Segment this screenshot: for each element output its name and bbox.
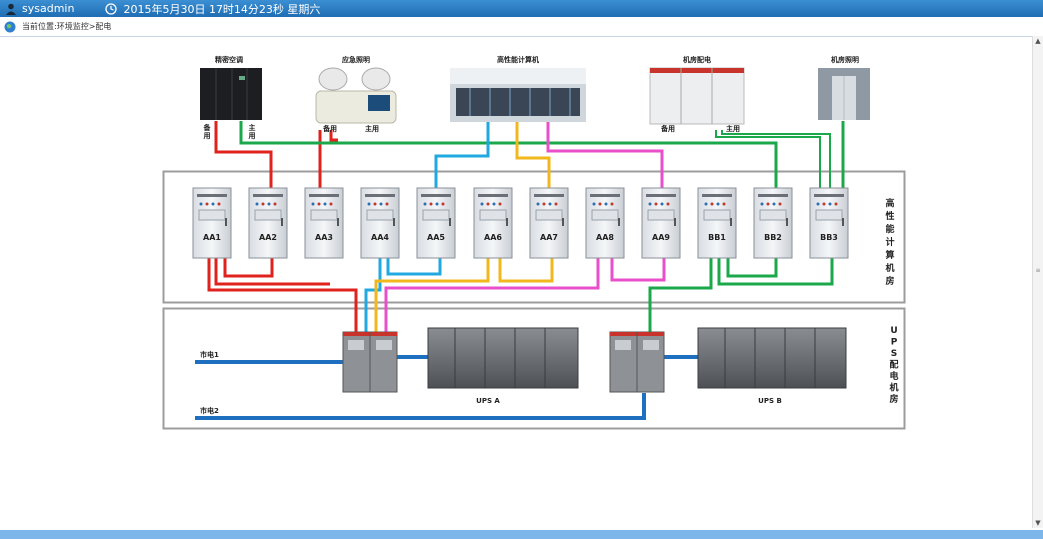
wire-magenta: [384, 256, 600, 332]
username: sysadmin: [22, 2, 75, 15]
distribution-cabinet[interactable]: AA7: [529, 187, 569, 259]
breadcrumb-text: 当前位置:环境监控>配电: [22, 22, 112, 31]
wire-yellow: [515, 121, 551, 188]
room-lighting-title: 机房照明: [831, 55, 859, 64]
cabinet-label: BB1: [708, 233, 726, 242]
emergency-main-label: 主用: [365, 124, 379, 133]
cabinet-label: BB2: [764, 233, 782, 242]
ups-b-unit: [697, 327, 847, 389]
cabinet-label: AA5: [427, 233, 445, 242]
ups-a-label: UPS A: [476, 397, 500, 405]
ups-a-unit: [427, 327, 579, 389]
distribution-cabinet[interactable]: AA9: [641, 187, 681, 259]
distribution-cabinet[interactable]: AA6: [473, 187, 513, 259]
wire-green: [717, 256, 834, 286]
distribution-cabinet[interactable]: BB2: [753, 187, 793, 259]
cabinet-label: AA7: [540, 233, 558, 242]
emergency-light-unit: [315, 67, 397, 124]
hpc-datacenter-photo: [450, 68, 586, 122]
globe-icon: [4, 21, 16, 32]
hpc-room-label: 高性能计算机房: [885, 197, 894, 287]
emergency-lighting-title: 应急照明: [342, 55, 370, 64]
wire-magenta: [546, 121, 664, 188]
breadcrumb: 当前位置:环境监控>配电: [0, 17, 1043, 37]
wire-red: [223, 256, 274, 278]
hpc-title: 高性能计算机: [497, 55, 539, 64]
distribution-cabinet[interactable]: AA5: [416, 187, 456, 259]
switchgear-a: [342, 331, 398, 393]
room-distribution-panel: [649, 67, 745, 125]
distribution-main-label: 主用: [726, 124, 740, 133]
bottom-bar: [0, 530, 1043, 539]
cabinet-label: BB3: [820, 233, 838, 242]
wire-yellow: [498, 256, 554, 283]
clock-icon: [105, 2, 118, 15]
user-icon: [6, 3, 16, 15]
wire-green: [239, 121, 778, 188]
wire-blue-mains2: [195, 393, 646, 420]
mains2-label: 市电2: [200, 406, 219, 415]
distribution-cabinet[interactable]: AA2: [248, 187, 288, 259]
top-status-bar: sysadmin 2015年5月30日 17时14分23秒 星期六: [0, 0, 1043, 17]
scroll-grip-icon[interactable]: ≡: [1035, 267, 1041, 274]
cabinet-label: AA9: [652, 233, 670, 242]
ac-main-label: 主用: [249, 123, 256, 140]
scroll-up-icon[interactable]: ▲: [1035, 37, 1041, 45]
wire-magenta: [610, 256, 666, 282]
precision-ac-unit: [200, 68, 262, 120]
wire-red: [214, 256, 330, 286]
wire-cyan: [364, 256, 382, 332]
mains1-label: 市电1: [200, 350, 219, 359]
datetime: 2015年5月30日 17时14分23秒 星期六: [123, 2, 321, 16]
ups-room-frame: [162, 307, 906, 430]
switchgear-b: [609, 331, 665, 393]
cabinet-label: AA2: [259, 233, 277, 242]
distribution-cabinet[interactable]: AA1: [192, 187, 232, 259]
wire-green: [648, 256, 713, 332]
power-distribution-diagram: 精密空调 应急照明 高性能计算机 机房配电 机房照明 备用 主用 备用 主用 备…: [162, 55, 906, 430]
precision-ac-title: 精密空调: [215, 55, 243, 64]
wire-cyan: [434, 121, 490, 188]
wire-cyan: [386, 256, 442, 276]
distribution-standby-label: 备用: [660, 124, 675, 133]
distribution-cabinet[interactable]: AA8: [585, 187, 625, 259]
distribution-cabinet[interactable]: AA3: [304, 187, 344, 259]
distribution-cabinet[interactable]: BB3: [809, 187, 849, 259]
cabinet-label: AA4: [371, 233, 389, 242]
scroll-down-icon[interactable]: ▼: [1035, 519, 1041, 527]
room-distribution-title: 机房配电: [683, 55, 711, 64]
wire-green: [715, 130, 821, 188]
wire-red: [207, 256, 358, 332]
emergency-standby-label: 备用: [322, 124, 337, 133]
cabinet-label: AA1: [203, 233, 221, 242]
ups-b-label: UPS B: [758, 397, 782, 405]
distribution-cabinet[interactable]: AA4: [360, 187, 400, 259]
room-lighting-photo: [818, 68, 870, 120]
hpc-room-frame: [162, 170, 906, 304]
cabinet-label: AA6: [484, 233, 502, 242]
wire-green: [721, 130, 831, 188]
wire-green: [726, 256, 778, 278]
wire-red: [329, 130, 338, 142]
cabinet-label: AA8: [596, 233, 614, 242]
wire-yellow: [374, 256, 490, 332]
vertical-scrollbar[interactable]: ▲ ≡ ▼: [1032, 36, 1043, 528]
wire-red: [214, 121, 273, 188]
cabinet-label: AA3: [315, 233, 333, 242]
ac-standby-label: 备用: [203, 123, 212, 140]
distribution-cabinet[interactable]: BB1: [697, 187, 737, 259]
